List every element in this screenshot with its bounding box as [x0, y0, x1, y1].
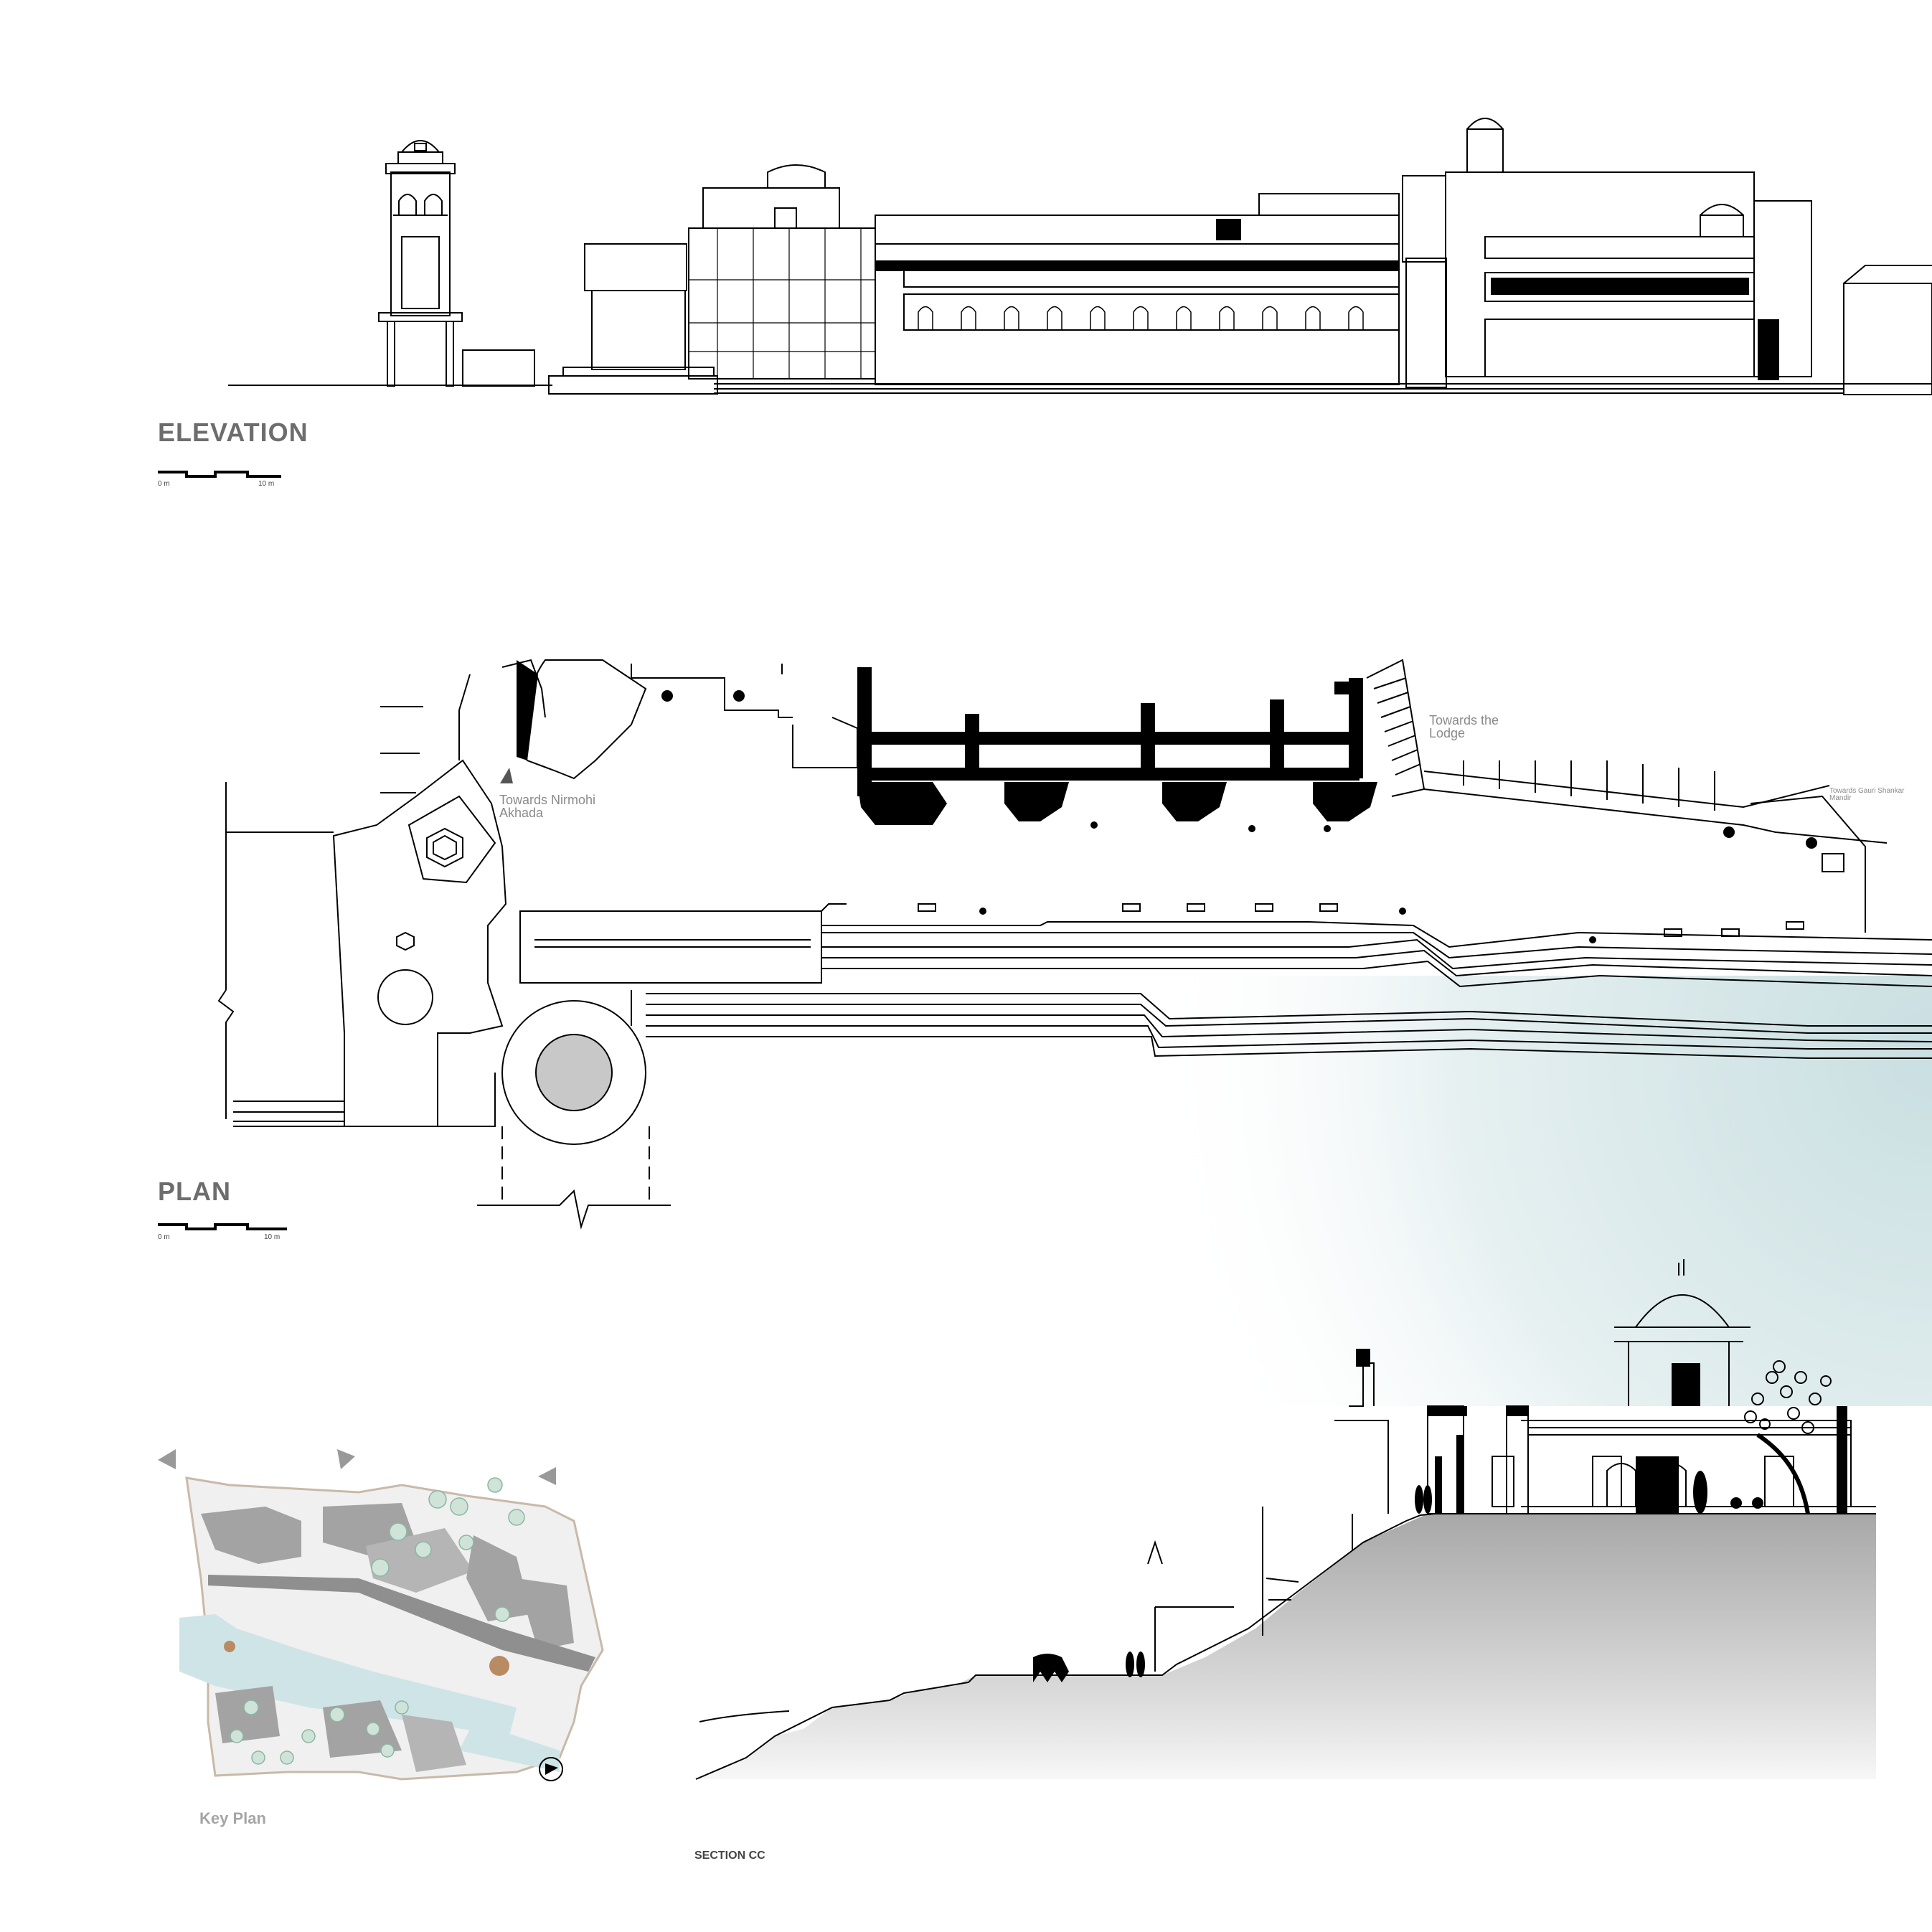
plan-drawing: [217, 659, 1932, 1230]
annotation-gauri-line2: Mandir: [1829, 794, 1852, 802]
annotation-nirmohi-line1: Towards Nirmohi: [499, 793, 596, 807]
elevation-scale-end: 10 m: [258, 480, 275, 488]
circular-well: [377, 969, 433, 1025]
plan-scale-bar: [158, 1223, 287, 1230]
plan-scale-end: 10 m: [264, 1233, 281, 1241]
key-plan-arrow-icon: [158, 1449, 176, 1469]
elevation-arches: [918, 306, 1364, 330]
circular-ghat[interactable]: [501, 1000, 646, 1145]
elevation-galleries: [689, 228, 875, 379]
plan-title: PLAN: [158, 1177, 231, 1206]
section-title: SECTION CC: [694, 1849, 765, 1862]
annotation-lodge: Towards the Lodge: [1429, 714, 1499, 740]
annotation-nirmohi-line2: Akhada: [499, 806, 544, 820]
annotation-lodge-line1: Towards the: [1429, 713, 1499, 727]
section-tree: [1744, 1360, 1832, 1434]
north-arrow-icon: [545, 1763, 558, 1775]
key-plan-map: [158, 1449, 604, 1781]
plan-scale-start: 0 m: [158, 1233, 170, 1241]
key-plan-trees: [230, 1477, 525, 1765]
elevation-drawing: [228, 118, 1932, 395]
section-cc-drawing: [695, 1259, 1876, 1780]
elevation-tower: [378, 140, 463, 387]
annotation-gauri-shankar: Towards Gauri Shankar Mandir: [1829, 788, 1905, 802]
hexagon-shrine: [426, 827, 463, 868]
elevation-scale-start: 0 m: [158, 480, 170, 488]
elevation-scale-bar: [158, 471, 281, 478]
key-plan-arrow-icon: [538, 1467, 556, 1485]
circular-ghat-core: [535, 1034, 613, 1111]
plan-wall-markers: [918, 903, 1804, 937]
direction-arrow-icon: [500, 768, 513, 783]
annotation-lodge-line2: Lodge: [1429, 726, 1466, 740]
key-plan-arrow-icon: [337, 1449, 355, 1469]
elevation-window-band: [875, 219, 1779, 380]
elevation-title: ELEVATION: [158, 418, 308, 447]
plan-thick-walls: [517, 660, 1817, 943]
water-gradient: [646, 976, 1932, 1406]
key-plan-title: Key Plan: [199, 1809, 266, 1827]
annotation-gauri-line1: Towards Gauri Shankar: [1829, 787, 1905, 795]
annotation-nirmohi-akhada: Towards Nirmohi Akhada: [499, 793, 595, 819]
